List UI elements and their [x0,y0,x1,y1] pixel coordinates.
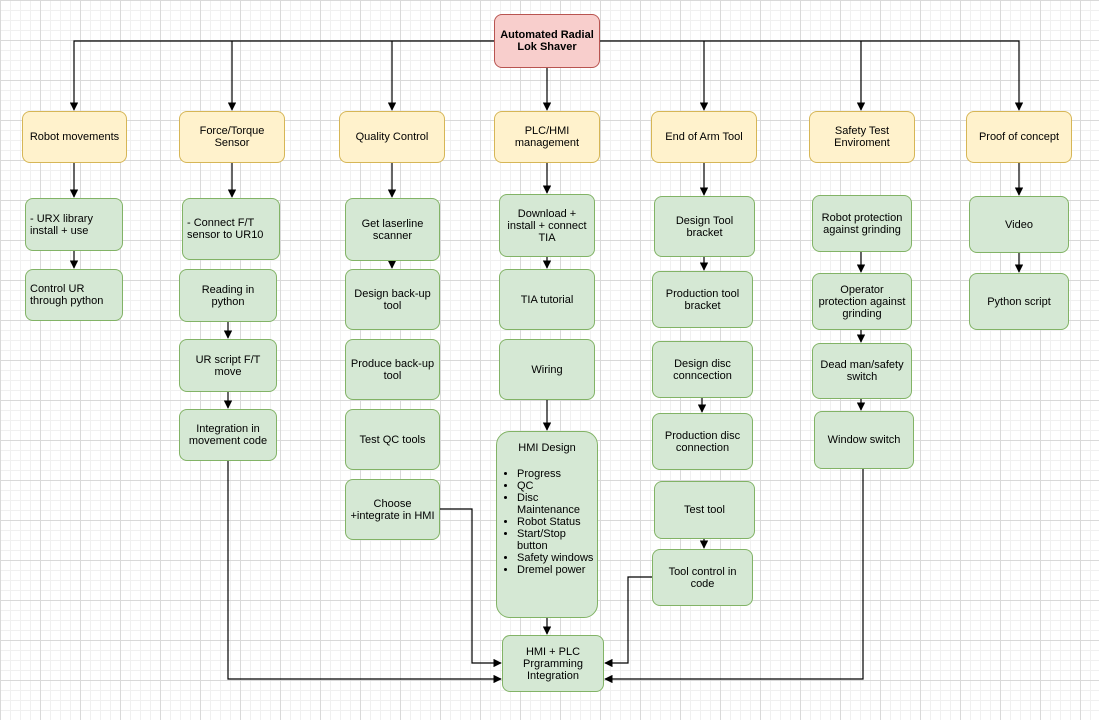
task-test-tool[interactable]: Test tool [654,481,755,539]
category-quality-control[interactable]: Quality Control [339,111,445,163]
hmi-design-box[interactable]: HMI Design Progress QC Disc Maintenance … [496,431,598,618]
task-design-disc-connection[interactable]: Design disc conncection [652,341,753,398]
hmi-item-safety-windows: Safety windows [517,552,599,564]
category-proof-of-concept[interactable]: Proof of concept [966,111,1072,163]
edge-qc-integration [440,508,502,668]
hmi-feature-list: Progress QC Disc Maintenance Robot Statu… [495,468,599,576]
task-connect-ft-sensor[interactable]: - Connect F/T sensor to UR10 [182,198,280,260]
task-download-install-tia[interactable]: Download + install + connect TIA [499,194,595,257]
task-operator-protection-grinding[interactable]: Operator protection against grinding [812,273,912,330]
hmi-item-dremel-power: Dremel power [517,564,599,576]
root-node[interactable]: Automated Radial Lok Shaver [494,14,600,68]
category-robot-movements[interactable]: Robot movements [22,111,127,163]
edge-ft-integration [227,461,502,684]
task-design-tool-bracket[interactable]: Design Tool bracket [654,196,755,257]
edge-root-robot [69,40,494,111]
hmi-item-start-stop-button: Start/Stop button [517,528,599,552]
task-robot-protection-grinding[interactable]: Robot protection against grinding [812,195,912,252]
task-window-switch[interactable]: Window switch [814,411,914,469]
task-get-laserline-scanner[interactable]: Get laserline scanner [345,198,440,261]
task-ur-script-ft-move[interactable]: UR script F/T move [179,339,277,392]
task-python-script[interactable]: Python script [969,273,1069,330]
task-urx-library[interactable]: - URX library install + use [25,198,123,251]
task-test-qc-tools[interactable]: Test QC tools [345,409,440,470]
task-production-disc-connection[interactable]: Production disc connection [652,413,753,470]
hmi-design-title: HMI Design [518,442,576,454]
task-dead-man-safety-switch[interactable]: Dead man/safety switch [812,343,912,399]
edge-safety-integration [604,469,864,684]
task-produce-backup-tool[interactable]: Produce back-up tool [345,339,440,400]
hmi-item-qc: QC [517,480,599,492]
task-control-ur-python[interactable]: Control UR through python [25,269,123,321]
task-design-backup-tool[interactable]: Design back-up tool [345,269,440,330]
edge-eoat-integration [604,576,652,668]
hmi-item-robot-status: Robot Status [517,516,599,528]
task-integration-movement-code[interactable]: Integration in movement code [179,409,277,461]
task-production-tool-bracket[interactable]: Production tool bracket [652,271,753,328]
category-force-torque-sensor[interactable]: Force/Torque Sensor [179,111,285,163]
category-plc-hmi-management[interactable]: PLC/HMI management [494,111,600,163]
task-reading-in-python[interactable]: Reading in python [179,269,277,322]
task-choose-integrate-hmi[interactable]: Choose +integrate in HMI [345,479,440,540]
hmi-item-progress: Progress [517,468,599,480]
edge-root-poc [600,40,1024,111]
category-end-of-arm-tool[interactable]: End of Arm Tool [651,111,757,163]
integration-node[interactable]: HMI + PLC Prgramming Integration [502,635,604,692]
category-safety-test-environment[interactable]: Safety Test Enviroment [809,111,915,163]
task-video[interactable]: Video [969,196,1069,253]
task-wiring[interactable]: Wiring [499,339,595,400]
task-tool-control-in-code[interactable]: Tool control in code [652,549,753,606]
task-tia-tutorial[interactable]: TIA tutorial [499,269,595,330]
hmi-item-disc-maintenance: Disc Maintenance [517,492,599,516]
